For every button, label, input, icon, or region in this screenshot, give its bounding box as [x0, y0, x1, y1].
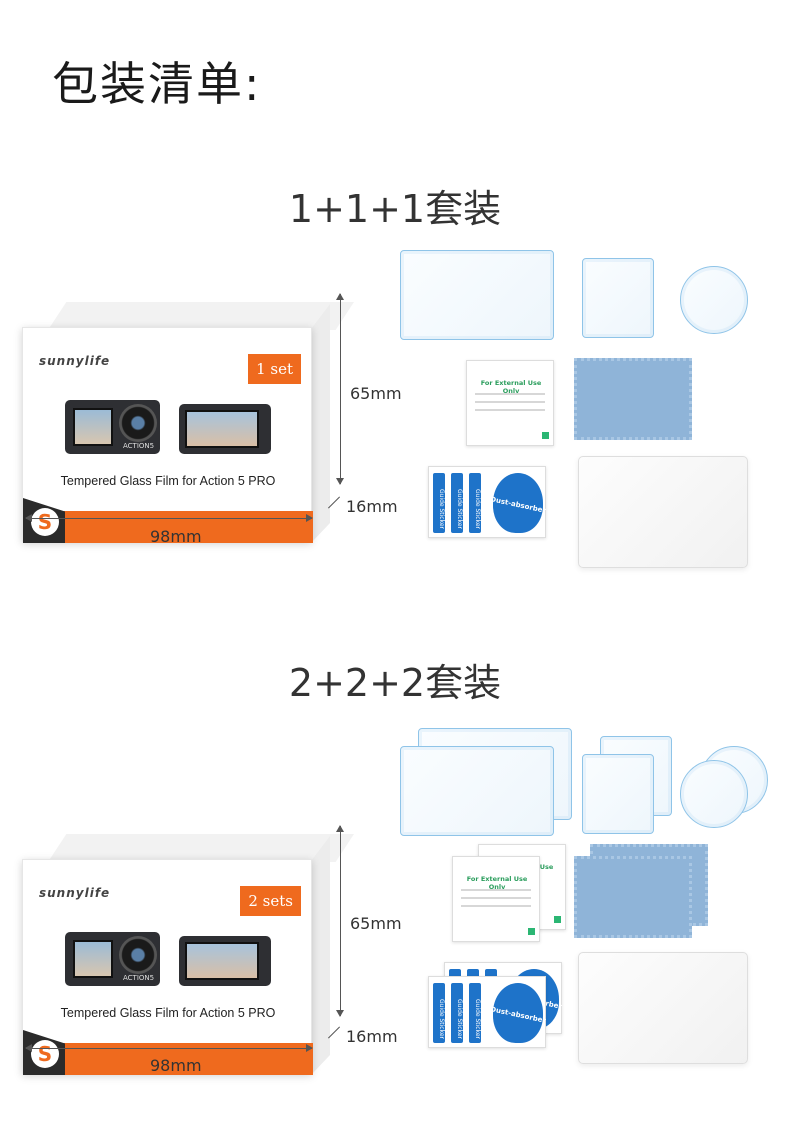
brand-s-icon: S: [31, 508, 59, 536]
sticker-sheet: Guide Sticker Guide Sticker Guide Sticke…: [428, 976, 547, 1048]
height-dimension-line: [336, 293, 344, 485]
product-name: Tempered Glass Film for Action 5 PRO: [60, 1006, 276, 1020]
width-label: 98mm: [150, 527, 202, 546]
wipe-heading: For External Use Only: [466, 875, 528, 891]
brand-s-icon: S: [31, 1040, 59, 1068]
guide-sticker: Guide Sticker: [433, 473, 445, 533]
height-label: 65mm: [350, 384, 402, 403]
depth-label: 16mm: [346, 497, 398, 516]
lens-film-round: [680, 266, 748, 334]
box-side: [312, 836, 330, 1074]
box-front: sunnylife 1 set ACTION5 Tempered Glass F…: [22, 327, 313, 543]
box-top: [48, 302, 354, 330]
screen-film-large: [400, 746, 554, 836]
section-title-2: 2+2+2套装: [288, 661, 502, 705]
cleaning-cloth: [574, 358, 692, 440]
screen-film-small: [582, 754, 654, 834]
guide-sticker: Guide Sticker: [451, 983, 463, 1043]
lens-film-round: [680, 760, 748, 828]
screen-film-large: [400, 250, 554, 340]
wipe-text-line: [461, 905, 531, 907]
product-name: Tempered Glass Film for Action 5 PRO: [60, 474, 276, 488]
camera-back-image: [179, 936, 271, 986]
cleaning-wipe: For External Use Only: [452, 856, 540, 942]
cleaning-cloth: [574, 856, 692, 938]
storage-case: [578, 952, 748, 1064]
section-1: sunnylife 1 set ACTION5 Tempered Glass F…: [0, 248, 790, 668]
depth-label: 16mm: [346, 1027, 398, 1046]
camera-front-image: ACTION5: [65, 400, 160, 454]
brand-logo: sunnylife: [39, 886, 111, 900]
height-dimension-line: [336, 825, 344, 1017]
orange-band: [23, 511, 313, 543]
camera-lens: [119, 404, 157, 442]
camera-back-screen: [185, 410, 259, 448]
sticker-sheet: Guide Sticker Guide Sticker Guide Sticke…: [428, 466, 547, 538]
camera-front-image: ACTION5: [65, 932, 160, 986]
camera-front-screen: [73, 408, 113, 446]
guide-sticker: Guide Sticker: [433, 983, 445, 1043]
height-label: 65mm: [350, 914, 402, 933]
wipe-text-line: [475, 401, 545, 403]
wipe-green-mark: [542, 432, 549, 439]
guide-sticker: Guide Sticker: [469, 473, 481, 533]
width-label: 98mm: [150, 1056, 202, 1075]
guide-sticker: Guide Sticker: [451, 473, 463, 533]
wipe-text-line: [475, 393, 545, 395]
box-front: sunnylife 2 sets ACTION5 Tempered Glass …: [22, 859, 313, 1075]
storage-case: [578, 456, 748, 568]
screen-film-small: [582, 258, 654, 338]
guide-sticker: Guide Sticker: [469, 983, 481, 1043]
wipe-text-line: [461, 889, 531, 891]
camera-tag: ACTION5: [123, 974, 155, 982]
dust-absorber-sticker: Dust-absorber: [489, 473, 547, 533]
wipe-heading: For External Use Only: [480, 379, 542, 395]
wipe-text-line: [475, 409, 545, 411]
cleaning-wipe: For External Use Only: [466, 360, 554, 446]
camera-back-screen: [185, 942, 259, 980]
dust-absorber-sticker: Dust-absorber: [489, 983, 547, 1043]
camera-lens: [119, 936, 157, 974]
page-title: 包装清单:: [52, 57, 262, 111]
camera-tag: ACTION5: [123, 442, 155, 450]
package-box: sunnylife 1 set ACTION5 Tempered Glass F…: [22, 292, 354, 552]
set-badge: 2 sets: [240, 886, 301, 916]
box-side: [312, 304, 330, 542]
wipe-green-mark: [554, 916, 561, 923]
width-dimension-line: [25, 514, 313, 522]
box-top: [48, 834, 354, 862]
camera-front-screen: [73, 940, 113, 978]
set-badge: 1 set: [248, 354, 301, 384]
package-box: sunnylife 2 sets ACTION5 Tempered Glass …: [22, 824, 354, 1084]
section-title-1: 1+1+1套装: [288, 187, 502, 231]
wipe-text-line: [461, 897, 531, 899]
brand-logo: sunnylife: [39, 354, 111, 368]
wipe-green-mark: [528, 928, 535, 935]
section-2: sunnylife 2 sets ACTION5 Tempered Glass …: [0, 726, 790, 1124]
width-dimension-line: [25, 1044, 313, 1052]
camera-back-image: [179, 404, 271, 454]
